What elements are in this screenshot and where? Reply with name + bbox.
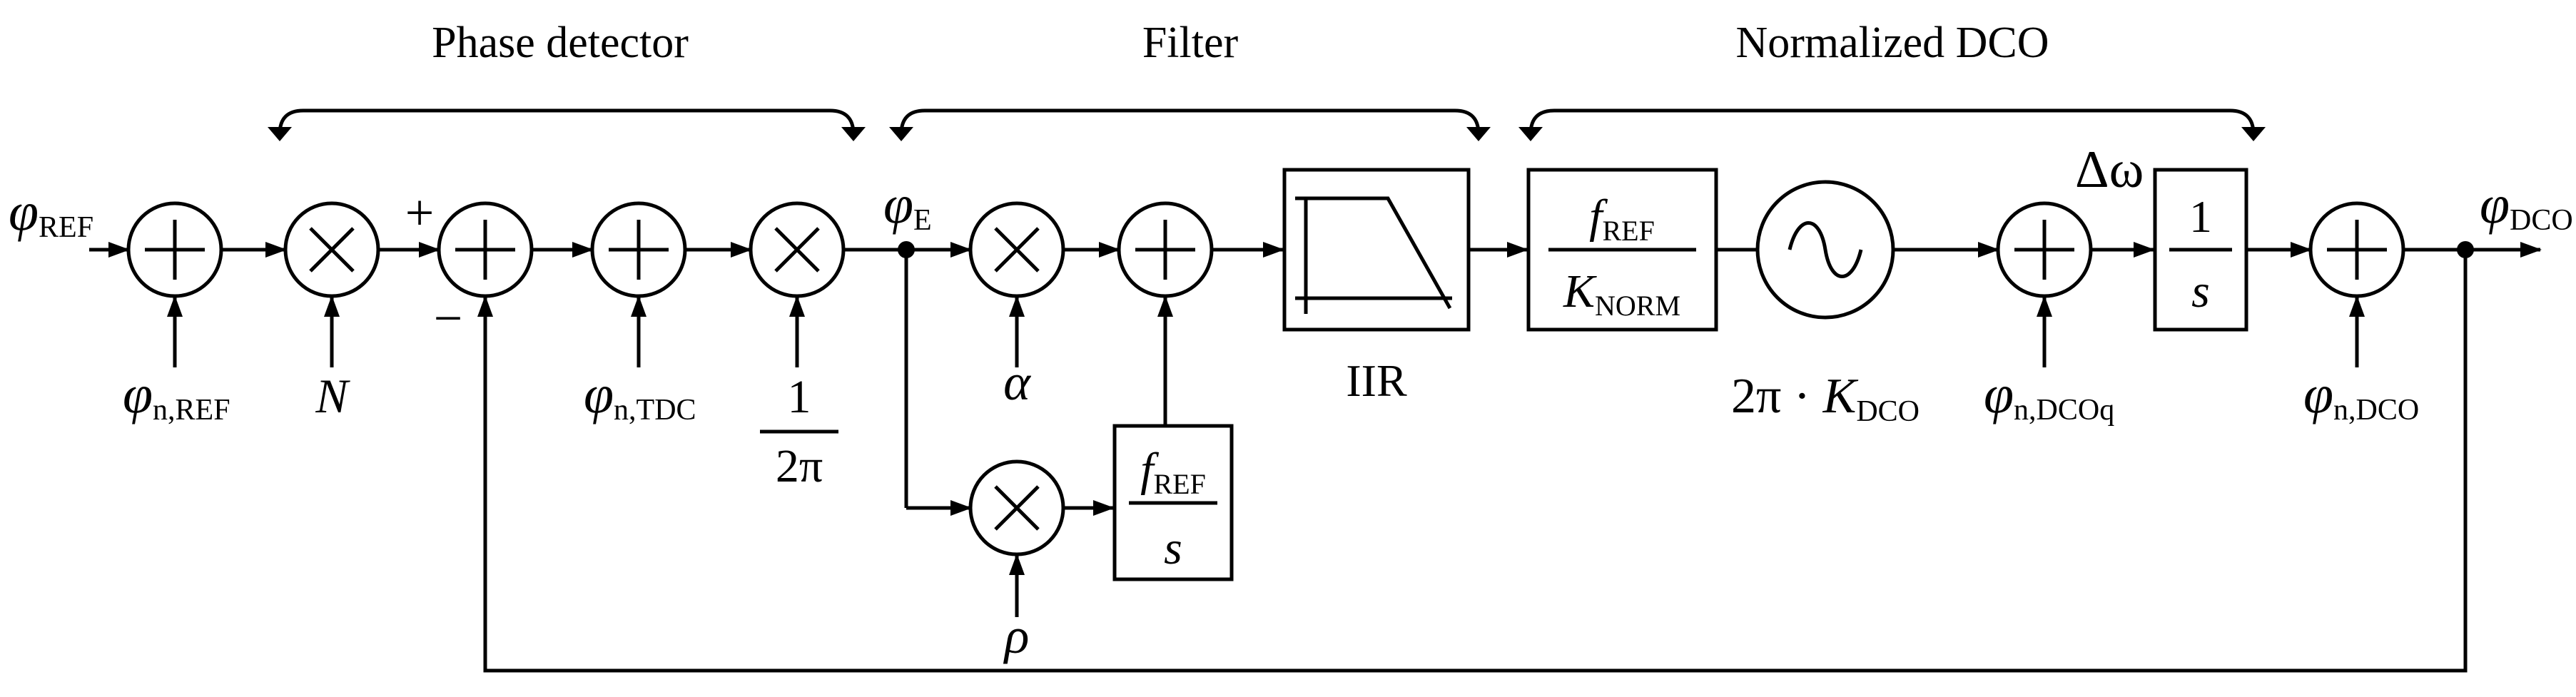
multiplier-node-2pi [749, 201, 846, 298]
junction-dot-phi-dco [2457, 241, 2474, 258]
integrator-numerator: 1 [2189, 191, 2212, 242]
iir-filter-block [1282, 168, 1471, 332]
iir-label: IIR [1346, 355, 1407, 406]
label-N: N [315, 369, 350, 423]
label-alpha: α [1003, 354, 1031, 411]
label-phi-n-ref: φn,REF [123, 365, 230, 427]
label-phi-e: φE [883, 175, 932, 237]
gain-one-over-2pi-denominator: 2π [776, 440, 823, 492]
sum-node-filter [1117, 201, 1214, 298]
brace-normalized-dco [1518, 108, 2266, 141]
sum-node-dcoq [1996, 201, 2093, 298]
junction-dot-phi-e [898, 241, 915, 258]
integrator-block [2153, 168, 2248, 332]
label-phi-n-tdc: φn,TDC [584, 365, 696, 427]
multiplier-node-alpha [968, 201, 1065, 298]
integral-gain-numerator: fREF [1140, 444, 1206, 500]
section-label-normalized-dco: Normalized DCO [1735, 19, 2049, 67]
gain-one-over-2pi-numerator: 1 [788, 371, 811, 423]
label-plus: + [405, 184, 435, 241]
label-minus: − [434, 290, 463, 347]
label-phi-n-dcoq: φn,DCOq [1984, 365, 2114, 427]
integral-gain-denominator: s [1164, 522, 1182, 574]
sum-node-ref [126, 201, 223, 298]
label-phi-n-dco: φn,DCO [2303, 365, 2419, 427]
lowpass-response-icon [1295, 196, 1452, 314]
brace-filter [889, 108, 1491, 141]
normalization-denominator: KNORM [1563, 265, 1680, 322]
normalization-block [1526, 168, 1718, 332]
sum-node-dco [2308, 201, 2405, 298]
sum-node-feedback [437, 201, 534, 298]
multiplier-node-rho [968, 459, 1065, 556]
label-rho: ρ [1003, 607, 1030, 664]
label-delta-omega: Δω [2075, 141, 2144, 199]
integrator-denominator: s [2191, 265, 2210, 317]
section-label-filter: Filter [1142, 19, 1239, 67]
brace-phase-detector [268, 108, 866, 141]
section-label-phase-detector: Phase detector [432, 19, 689, 67]
multiplier-node-n [283, 201, 380, 298]
sum-node-tdc [590, 201, 687, 298]
label-phi-ref: φREF [9, 182, 93, 244]
label-phi-dco: φDCO [2480, 175, 2573, 237]
label-dco-gain: 2π · KDCO [1731, 369, 1920, 428]
gain-one-over-2pi: 1 2π [760, 371, 838, 492]
input-arrows [167, 295, 2365, 617]
integral-gain-block [1112, 424, 1234, 581]
oscillator-icon [1755, 180, 1895, 320]
